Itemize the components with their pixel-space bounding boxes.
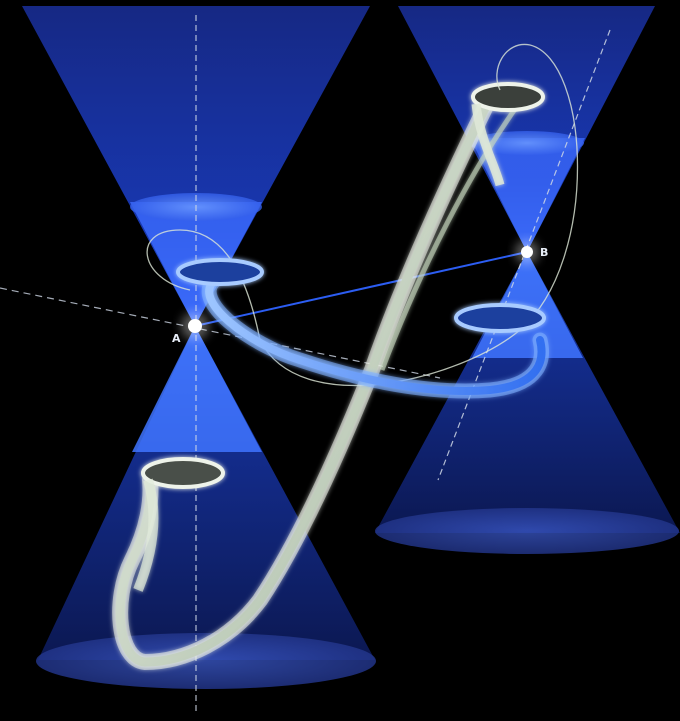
tube-mouth-bottom <box>143 459 223 487</box>
label-b: B <box>540 246 548 259</box>
label-a: A <box>172 332 181 345</box>
event-point-b <box>521 246 533 258</box>
past-cone-b-base <box>375 508 679 554</box>
event-point-a <box>188 319 202 333</box>
tube-mouth-top <box>473 84 543 110</box>
blue-mouth-b <box>456 305 544 331</box>
blue-mouth-a <box>178 260 262 284</box>
